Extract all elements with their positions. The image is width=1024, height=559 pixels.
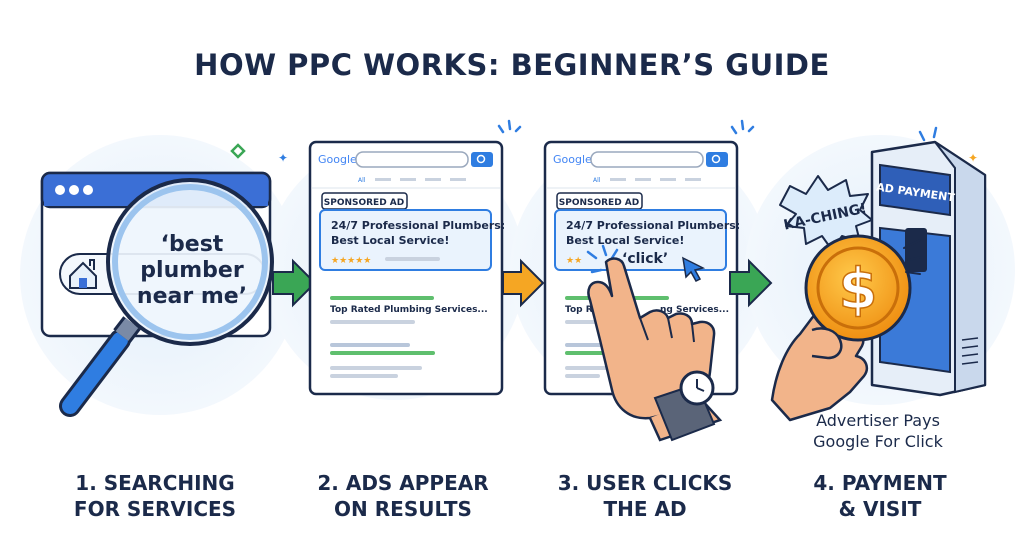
search-input[interactable] bbox=[355, 151, 469, 168]
tab-all[interactable]: All bbox=[593, 177, 601, 184]
search-button[interactable] bbox=[706, 152, 728, 167]
google-logo: Google bbox=[318, 153, 357, 166]
sparkle-icon bbox=[918, 126, 938, 142]
sparkle-icon bbox=[497, 119, 522, 134]
coin-slot bbox=[905, 228, 927, 272]
search-icon bbox=[711, 154, 721, 164]
ad-headline-2: Best Local Service! bbox=[331, 234, 449, 247]
ad-headline-1: 24/7 Professional Plumbers: bbox=[331, 219, 505, 232]
panel-ads-appear: Google All SPONSORED AD 24/7 Professiona… bbox=[308, 119, 522, 396]
click-burst-icon bbox=[586, 244, 619, 274]
step-label-1: 1. SEARCHING FOR SERVICES bbox=[73, 471, 237, 521]
thumb-icon bbox=[811, 327, 843, 360]
cursor-icon bbox=[682, 256, 706, 282]
page-title: HOW PPC WORKS: BEGINNER’S GUIDE bbox=[194, 48, 830, 82]
arrow-right-icon bbox=[502, 258, 545, 308]
click-label: ‘click’ bbox=[622, 251, 668, 267]
sponsored-ad-card[interactable] bbox=[554, 209, 727, 271]
sponsored-label: SPONSORED AD bbox=[559, 198, 640, 208]
sparkle-icon: ✦ bbox=[278, 151, 288, 165]
payment-machine: AD PAYMENT bbox=[870, 140, 987, 397]
query-line-3: near me’ bbox=[137, 284, 247, 309]
ad-headline-1: 24/7 Professional Plumbers: bbox=[566, 219, 740, 232]
payment-caption-line-2: Google For Click bbox=[813, 432, 943, 451]
rating-stars: ★★★★★ bbox=[331, 256, 371, 266]
payment-caption-line-1: Advertiser Pays bbox=[816, 411, 940, 430]
ad-headline-2: Best Local Service! bbox=[566, 234, 684, 247]
window-dot-icon bbox=[83, 185, 93, 195]
search-button[interactable] bbox=[471, 152, 493, 167]
sparkle-icon: ✦ bbox=[968, 151, 978, 165]
sparkle-icon bbox=[230, 143, 246, 159]
google-logo: Google bbox=[553, 153, 592, 166]
panel-payment: AD PAYMENT ✦ KA-CHING! $ Advert bbox=[770, 126, 987, 451]
tab-all[interactable]: All bbox=[358, 177, 366, 184]
sparkle-icon bbox=[730, 119, 755, 135]
sponsored-label: SPONSORED AD bbox=[324, 198, 405, 208]
motion-lines-icon bbox=[903, 239, 923, 275]
rating-stars: ★★ bbox=[566, 256, 582, 266]
organic-result-title-end[interactable]: ng Services... bbox=[660, 305, 729, 315]
step-label-2: 2. ADS APPEAR ON RESULTS bbox=[317, 471, 489, 521]
query-line-1: ‘best bbox=[161, 232, 224, 257]
ka-ching-burst: KA-CHING! bbox=[779, 175, 873, 251]
arrow-right-icon bbox=[729, 258, 773, 308]
query-line-2: plumber bbox=[140, 258, 244, 283]
panel-user-clicks: Google All SPONSORED AD 24/7 Professiona… bbox=[543, 119, 755, 442]
arrow-right-icon bbox=[272, 258, 317, 308]
panel-searching: ‘best plumber near me’ ✦ bbox=[40, 143, 288, 417]
wristwatch-icon bbox=[653, 370, 716, 442]
step-label-3: 3. USER CLICKS THE AD bbox=[557, 471, 733, 521]
sponsored-ad-card[interactable] bbox=[319, 209, 492, 271]
organic-result-title[interactable]: Top Rated Plumbing Services... bbox=[330, 305, 488, 315]
dollar-coin-icon: $ bbox=[804, 234, 912, 342]
search-input[interactable] bbox=[590, 151, 704, 168]
magnifier-icon bbox=[59, 178, 274, 417]
step-label-4: 4. PAYMENT & VISIT bbox=[813, 471, 947, 521]
house-icon bbox=[69, 259, 97, 289]
window-dot-icon bbox=[69, 185, 79, 195]
coin-symbol: $ bbox=[839, 257, 878, 322]
search-icon bbox=[476, 154, 486, 164]
window-dot-icon bbox=[55, 185, 65, 195]
